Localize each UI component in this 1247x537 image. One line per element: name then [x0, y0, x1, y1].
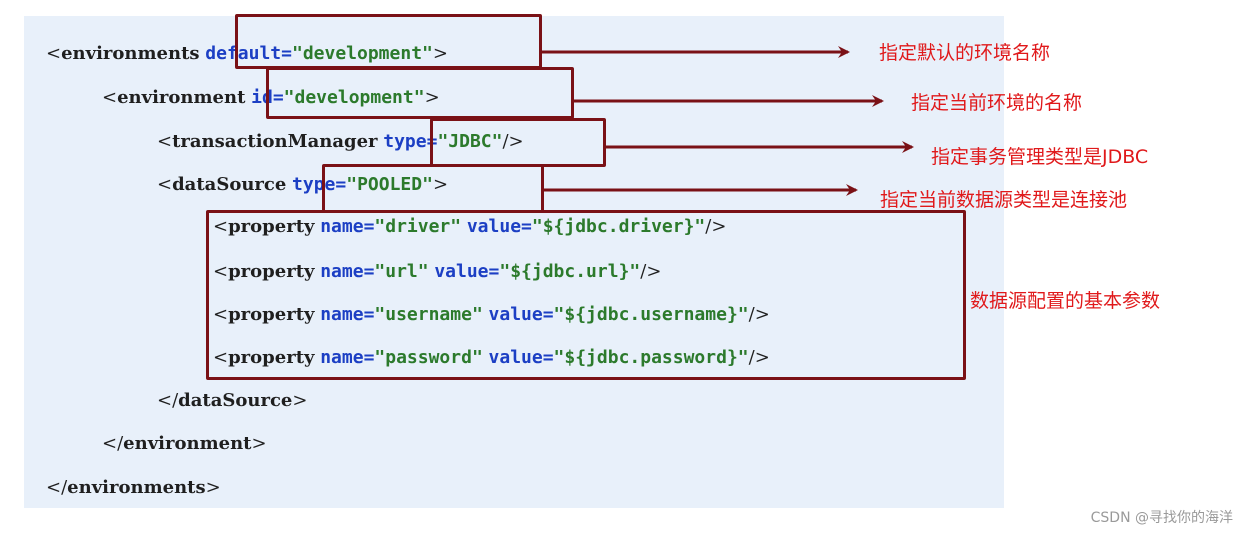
- tag-name: dataSource: [178, 390, 293, 411]
- attribute-equals: =: [542, 304, 554, 325]
- code-line-datasource-open: <dataSource type="POOLED">: [157, 174, 448, 196]
- tag-close-bracket: >: [292, 390, 308, 411]
- highlight-box-id: [266, 67, 574, 119]
- attribute-equals: =: [363, 216, 375, 237]
- attribute-value: "development": [283, 87, 425, 108]
- code-panel: [24, 16, 1004, 508]
- tag-name: transactionManager: [172, 131, 378, 152]
- attribute-value: "${jdbc.url}": [499, 261, 641, 282]
- attribute-equals: =: [272, 87, 284, 108]
- annotation-transaction-type: 指定事务管理类型是JDBC: [931, 146, 1149, 168]
- attribute-equals: =: [363, 261, 375, 282]
- tag-name: property: [228, 216, 315, 237]
- tag-close-bracket: />: [705, 216, 727, 237]
- attribute-name: name: [320, 216, 364, 237]
- code-line-environments-close: </environments>: [46, 477, 221, 499]
- attribute-value: "username": [374, 304, 483, 325]
- attribute-value: "${jdbc.driver}": [531, 216, 706, 237]
- tag-name: property: [228, 347, 315, 368]
- tag-open-bracket: <: [213, 347, 229, 368]
- attribute-name: value: [434, 261, 489, 282]
- tag-name: property: [228, 261, 315, 282]
- tag-open-bracket: <: [102, 87, 118, 108]
- tag-close-bracket: >: [432, 43, 448, 64]
- attribute-value: "password": [374, 347, 483, 368]
- tag-name: environment: [117, 87, 246, 108]
- tag-open-bracket: </: [157, 390, 179, 411]
- tag-name: environments: [61, 43, 200, 64]
- watermark: CSDN @寻找你的海洋: [1090, 510, 1233, 526]
- attribute-equals: =: [521, 216, 532, 237]
- attribute-name: default: [205, 43, 282, 64]
- tag-open-bracket: </: [102, 433, 124, 454]
- attribute-value: "${jdbc.username}": [553, 304, 749, 325]
- attribute-equals: =: [363, 304, 375, 325]
- code-line-property-password: <property name="password" value="${jdbc.…: [213, 347, 770, 369]
- attribute-value: "POOLED": [346, 174, 433, 195]
- tag-open-bracket: <: [213, 216, 229, 237]
- highlight-box-properties: [206, 210, 966, 380]
- annotation-datasource-props: 数据源配置的基本参数: [970, 290, 1161, 312]
- attribute-value: "development": [291, 43, 433, 64]
- code-line-property-username: <property name="username" value="${jdbc.…: [213, 304, 770, 326]
- tag-open-bracket: </: [46, 477, 68, 498]
- tag-open-bracket: <: [46, 43, 62, 64]
- attribute-value: "${jdbc.password}": [553, 347, 749, 368]
- tag-close-bracket: />: [748, 347, 770, 368]
- tag-name: environment: [123, 433, 252, 454]
- tag-name: environments: [67, 477, 206, 498]
- attribute-name: value: [488, 304, 543, 325]
- attribute-equals: =: [281, 43, 292, 64]
- attribute-name: name: [320, 347, 364, 368]
- annotation-datasource-type: 指定当前数据源类型是连接池: [880, 189, 1128, 211]
- code-line-environment-close: </environment>: [102, 433, 267, 455]
- tag-close-bracket: />: [502, 131, 524, 152]
- attribute-value: "driver": [374, 216, 462, 237]
- tag-name: dataSource: [172, 174, 287, 195]
- tag-open-bracket: <: [213, 261, 229, 282]
- attribute-value: "url": [374, 261, 429, 282]
- attribute-equals: =: [488, 261, 500, 282]
- code-line-property-url: <property name="url" value="${jdbc.url}"…: [213, 261, 661, 283]
- tag-close-bracket: >: [205, 477, 221, 498]
- attribute-equals: =: [335, 174, 347, 195]
- annotation-default-env: 指定默认的环境名称: [879, 42, 1051, 64]
- tag-open-bracket: <: [213, 304, 229, 325]
- attribute-name: name: [320, 304, 364, 325]
- tag-close-bracket: />: [748, 304, 770, 325]
- attribute-name: type: [383, 131, 427, 152]
- tag-close-bracket: >: [424, 87, 440, 108]
- code-line-transaction-manager: <transactionManager type="JDBC"/>: [157, 131, 524, 153]
- tag-close-bracket: >: [251, 433, 267, 454]
- code-line-environments-open: <environments default="development">: [46, 43, 448, 65]
- attribute-equals: =: [542, 347, 554, 368]
- tag-close-bracket: />: [640, 261, 662, 282]
- code-line-property-driver: <property name="driver" value="${jdbc.dr…: [213, 216, 726, 238]
- attribute-name: value: [466, 216, 522, 237]
- attribute-value: "JDBC": [437, 131, 503, 152]
- attribute-equals: =: [363, 347, 375, 368]
- tag-open-bracket: <: [157, 131, 173, 152]
- annotation-current-env-name: 指定当前环境的名称: [911, 92, 1083, 114]
- tag-name: property: [228, 304, 315, 325]
- tag-close-bracket: >: [432, 174, 449, 195]
- attribute-name: value: [488, 347, 543, 368]
- attribute-name: name: [320, 261, 364, 282]
- code-line-datasource-close: </dataSource>: [157, 390, 307, 412]
- tag-open-bracket: <: [157, 174, 173, 195]
